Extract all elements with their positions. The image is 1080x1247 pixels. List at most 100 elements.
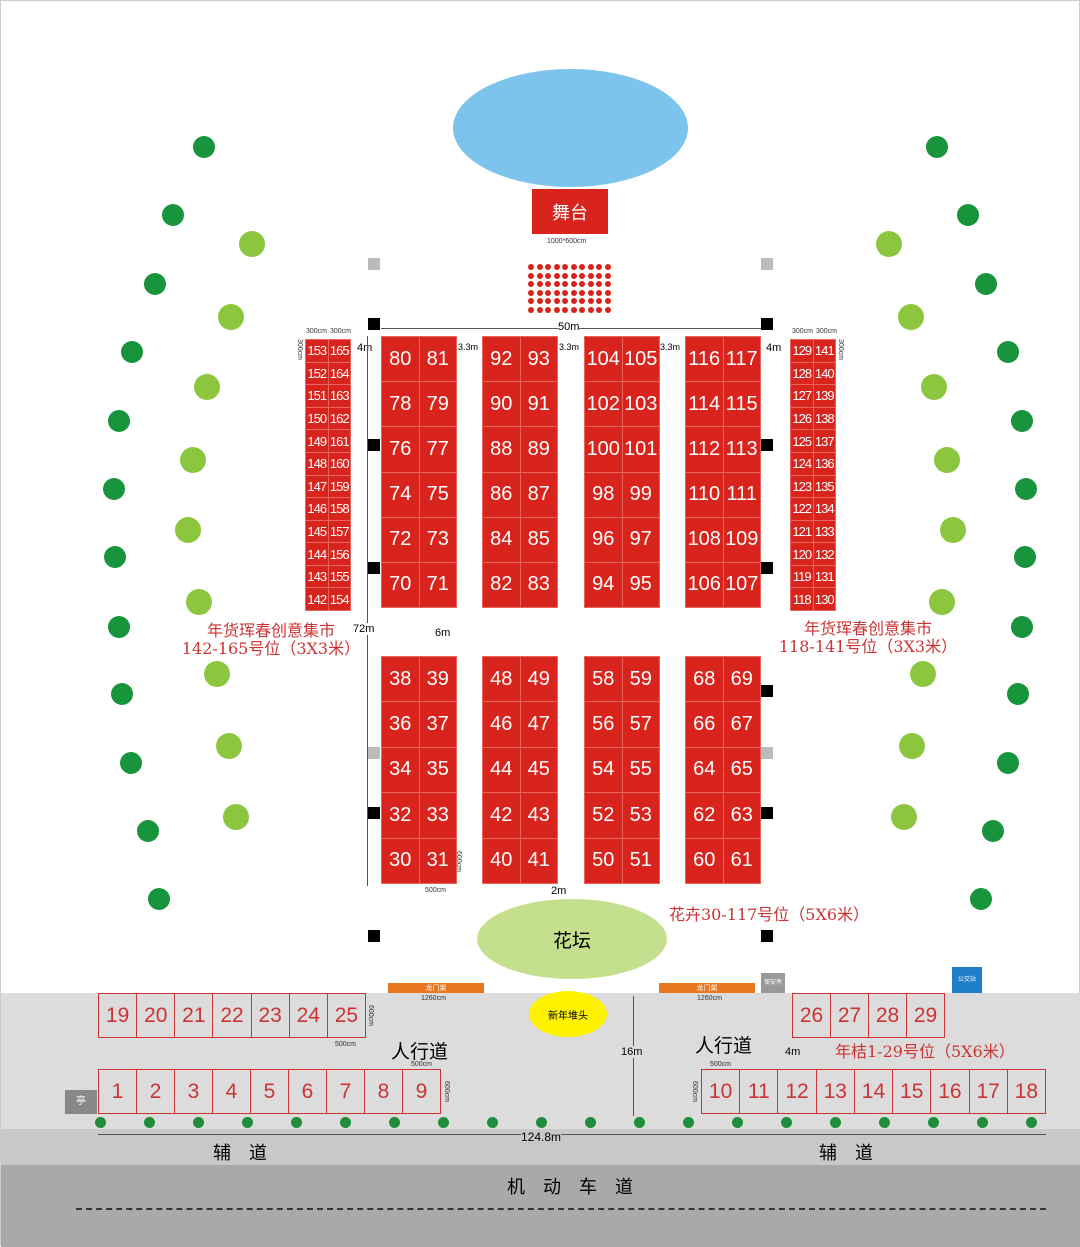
booth-34[interactable]: 34	[381, 746, 420, 794]
booth-138[interactable]: 138	[812, 406, 836, 431]
booth-32[interactable]: 32	[381, 792, 420, 839]
booth-52[interactable]: 52	[584, 792, 623, 839]
booth-112[interactable]: 112	[685, 426, 724, 473]
booth-101[interactable]: 101	[621, 426, 660, 473]
booth-117[interactable]: 117	[722, 335, 761, 383]
booth-69[interactable]: 69	[722, 655, 761, 703]
booth-144[interactable]: 144	[305, 542, 329, 566]
kumquat-booth-24[interactable]: 24	[290, 994, 328, 1037]
kumquat-booth-5[interactable]: 5	[251, 1070, 289, 1113]
booth-88[interactable]: 88	[482, 426, 521, 473]
booth-143[interactable]: 143	[305, 564, 329, 589]
booth-78[interactable]: 78	[381, 381, 420, 428]
booth-79[interactable]: 79	[418, 381, 457, 428]
booth-47[interactable]: 47	[519, 701, 558, 748]
booth-105[interactable]: 105	[621, 335, 660, 383]
kumquat-booth-29[interactable]: 29	[913, 1003, 938, 1027]
booth-148[interactable]: 148	[305, 451, 329, 476]
booth-102[interactable]: 102	[584, 381, 623, 428]
booth-162[interactable]: 162	[327, 406, 351, 431]
booth-51[interactable]: 51	[621, 837, 660, 885]
booth-97[interactable]: 97	[621, 516, 660, 563]
booth-48[interactable]: 48	[482, 655, 521, 703]
kumquat-booth-26[interactable]: 26	[793, 994, 831, 1037]
booth-58[interactable]: 58	[584, 655, 623, 703]
booth-156[interactable]: 156	[327, 542, 351, 566]
booth-110[interactable]: 110	[685, 471, 724, 518]
booth-86[interactable]: 86	[482, 471, 521, 518]
booth-91[interactable]: 91	[519, 381, 558, 428]
booth-128[interactable]: 128	[790, 361, 814, 386]
booth-123[interactable]: 123	[790, 474, 814, 499]
booth-149[interactable]: 149	[305, 429, 329, 453]
booth-103[interactable]: 103	[621, 381, 660, 428]
booth-108[interactable]: 108	[685, 516, 724, 563]
kumquat-booth-9[interactable]: 9	[415, 1079, 428, 1103]
booth-161[interactable]: 161	[327, 429, 351, 453]
booth-146[interactable]: 146	[305, 497, 329, 521]
booth-87[interactable]: 87	[519, 471, 558, 518]
booth-158[interactable]: 158	[327, 497, 351, 521]
booth-84[interactable]: 84	[482, 516, 521, 563]
kumquat-booth-21[interactable]: 21	[175, 994, 214, 1037]
booth-55[interactable]: 55	[621, 746, 660, 794]
booth-127[interactable]: 127	[790, 384, 814, 408]
booth-39[interactable]: 39	[418, 655, 457, 703]
booth-70[interactable]: 70	[381, 561, 420, 609]
kumquat-booth-25[interactable]: 25	[334, 1003, 359, 1027]
booth-72[interactable]: 72	[381, 516, 420, 563]
kumquat-booth-23[interactable]: 23	[252, 994, 290, 1037]
kumquat-booth-28[interactable]: 28	[869, 994, 907, 1037]
booth-31[interactable]: 31	[418, 837, 457, 885]
booth-130[interactable]: 130	[812, 587, 836, 611]
kumquat-booth-10[interactable]: 10	[702, 1070, 741, 1113]
booth-147[interactable]: 147	[305, 474, 329, 499]
booth-66[interactable]: 66	[685, 701, 724, 748]
booth-53[interactable]: 53	[621, 792, 660, 839]
booth-30[interactable]: 30	[381, 837, 420, 885]
booth-85[interactable]: 85	[519, 516, 558, 563]
booth-109[interactable]: 109	[722, 516, 761, 563]
booth-81[interactable]: 81	[418, 335, 457, 383]
booth-82[interactable]: 82	[482, 561, 521, 609]
booth-46[interactable]: 46	[482, 701, 521, 748]
booth-64[interactable]: 64	[685, 746, 724, 794]
booth-42[interactable]: 42	[482, 792, 521, 839]
booth-45[interactable]: 45	[519, 746, 558, 794]
booth-145[interactable]: 145	[305, 519, 329, 544]
booth-119[interactable]: 119	[790, 564, 814, 589]
booth-73[interactable]: 73	[418, 516, 457, 563]
booth-139[interactable]: 139	[812, 384, 836, 408]
booth-49[interactable]: 49	[519, 655, 558, 703]
booth-124[interactable]: 124	[790, 451, 814, 476]
booth-62[interactable]: 62	[685, 792, 724, 839]
booth-83[interactable]: 83	[519, 561, 558, 609]
booth-95[interactable]: 95	[621, 561, 660, 609]
kumquat-booth-15[interactable]: 15	[893, 1070, 932, 1113]
booth-131[interactable]: 131	[812, 564, 836, 589]
kumquat-booth-12[interactable]: 12	[778, 1070, 817, 1113]
booth-90[interactable]: 90	[482, 381, 521, 428]
kumquat-booth-3[interactable]: 3	[175, 1070, 213, 1113]
booth-141[interactable]: 141	[812, 339, 836, 363]
booth-106[interactable]: 106	[685, 561, 724, 609]
booth-152[interactable]: 152	[305, 361, 329, 386]
kumquat-booth-6[interactable]: 6	[289, 1070, 327, 1113]
booth-36[interactable]: 36	[381, 701, 420, 748]
booth-63[interactable]: 63	[722, 792, 761, 839]
booth-94[interactable]: 94	[584, 561, 623, 609]
booth-77[interactable]: 77	[418, 426, 457, 473]
booth-99[interactable]: 99	[621, 471, 660, 518]
booth-114[interactable]: 114	[685, 381, 724, 428]
booth-92[interactable]: 92	[482, 335, 521, 383]
kumquat-booth-13[interactable]: 13	[817, 1070, 855, 1113]
booth-136[interactable]: 136	[812, 451, 836, 476]
booth-59[interactable]: 59	[621, 655, 660, 703]
kumquat-booth-2[interactable]: 2	[137, 1070, 175, 1113]
booth-50[interactable]: 50	[584, 837, 623, 885]
booth-160[interactable]: 160	[327, 451, 351, 476]
booth-116[interactable]: 116	[685, 335, 724, 383]
booth-150[interactable]: 150	[305, 406, 329, 431]
booth-67[interactable]: 67	[722, 701, 761, 748]
kumquat-booth-14[interactable]: 14	[855, 1070, 894, 1113]
